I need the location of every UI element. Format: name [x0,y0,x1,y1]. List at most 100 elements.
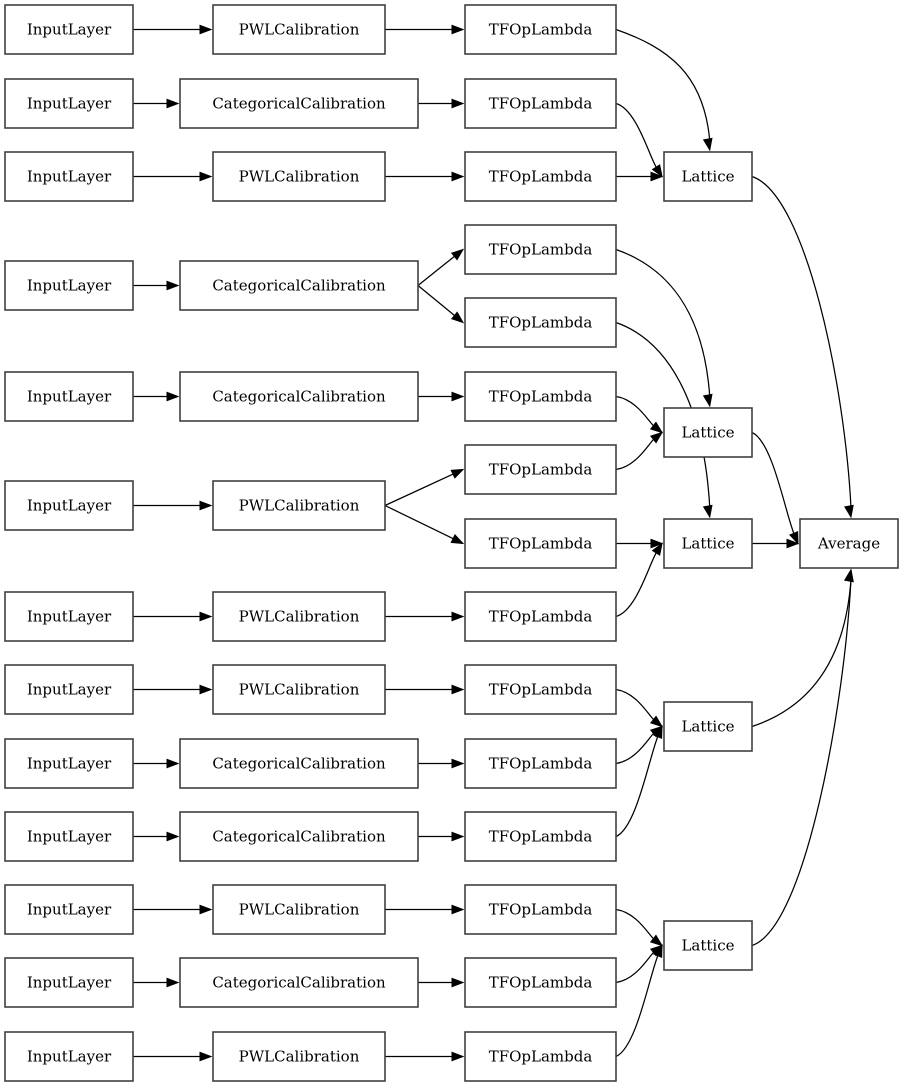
graph-node[interactable]: TFOpLambda [464,4,617,55]
graph-node[interactable]: TFOpLambda [464,884,617,935]
node-box[interactable] [464,591,617,642]
node-label: InputLayer [27,95,112,113]
graph-node[interactable]: InputLayer [4,371,134,422]
node-box[interactable] [4,371,134,422]
node-box[interactable] [212,4,386,55]
node-box[interactable] [179,78,419,129]
node-box[interactable] [464,297,617,348]
node-box[interactable] [464,957,617,1008]
graph-node[interactable]: TFOpLambda [464,78,617,129]
graph-node[interactable]: TFOpLambda [464,444,617,495]
node-box[interactable] [212,1031,386,1082]
node-box[interactable] [4,260,134,311]
graph-node[interactable]: CategoricalCalibration [179,738,419,789]
node-box[interactable] [464,151,617,202]
graph-node[interactable]: PWLCalibration [212,664,386,715]
node-box[interactable] [464,1031,617,1082]
graph-node[interactable]: CategoricalCalibration [179,260,419,311]
node-box[interactable] [464,444,617,495]
graph-node[interactable]: TFOpLambda [464,1031,617,1082]
node-box[interactable] [179,371,419,422]
graph-node[interactable]: Lattice [663,920,753,971]
graph-node[interactable]: Lattice [663,518,753,569]
graph-node[interactable]: InputLayer [4,480,134,531]
graph-node[interactable]: Lattice [663,701,753,752]
node-box[interactable] [4,738,134,789]
graph-node[interactable]: InputLayer [4,811,134,862]
node-box[interactable] [179,738,419,789]
graph-node[interactable]: PWLCalibration [212,151,386,202]
graph-node[interactable]: PWLCalibration [212,4,386,55]
graph-node[interactable]: InputLayer [4,260,134,311]
graph-node[interactable]: TFOpLambda [464,518,617,569]
node-box[interactable] [4,811,134,862]
node-box[interactable] [663,407,753,458]
node-box[interactable] [464,664,617,715]
arrowhead-icon [451,684,465,695]
graph-node[interactable]: TFOpLambda [464,297,617,348]
node-box[interactable] [464,4,617,55]
node-box[interactable] [4,664,134,715]
node-box[interactable] [663,151,753,202]
node-box[interactable] [212,151,386,202]
node-box[interactable] [4,884,134,935]
graph-node[interactable]: InputLayer [4,957,134,1008]
node-box[interactable] [4,78,134,129]
graph-node[interactable]: Lattice [663,151,753,202]
graph-node[interactable]: InputLayer [4,738,134,789]
node-box[interactable] [464,738,617,789]
node-box[interactable] [4,591,134,642]
graph-node[interactable]: PWLCalibration [212,591,386,642]
node-box[interactable] [179,957,419,1008]
node-box[interactable] [212,884,386,935]
node-box[interactable] [464,811,617,862]
arrowhead-icon [649,934,664,947]
graph-node[interactable]: TFOpLambda [464,151,617,202]
graph-node[interactable]: InputLayer [4,591,134,642]
graph-node[interactable]: TFOpLambda [464,224,617,275]
node-box[interactable] [464,78,617,129]
node-box[interactable] [4,151,134,202]
graph-node[interactable]: Lattice [663,407,753,458]
graph-node[interactable]: PWLCalibration [212,884,386,935]
edge-line [615,688,655,721]
node-box[interactable] [799,518,899,569]
graph-node[interactable]: PWLCalibration [212,480,386,531]
graph-node[interactable]: TFOpLambda [464,591,617,642]
graph-node[interactable]: InputLayer [4,884,134,935]
node-box[interactable] [663,518,753,569]
node-box[interactable] [464,884,617,935]
edge-cal10-to-op12 [418,831,465,842]
graph-node[interactable]: TFOpLambda [464,664,617,715]
node-box[interactable] [4,4,134,55]
node-box[interactable] [212,664,386,715]
edge-cal4-to-op4 [417,248,465,286]
graph-node[interactable]: InputLayer [4,151,134,202]
graph-node[interactable]: TFOpLambda [464,738,617,789]
node-box[interactable] [179,811,419,862]
graph-node[interactable]: CategoricalCalibration [179,78,419,129]
graph-node[interactable]: InputLayer [4,1031,134,1082]
graph-node[interactable]: CategoricalCalibration [179,957,419,1008]
node-box[interactable] [663,920,753,971]
node-box[interactable] [663,701,753,752]
graph-node[interactable]: CategoricalCalibration [179,371,419,422]
graph-node[interactable]: TFOpLambda [464,957,617,1008]
graph-node[interactable]: TFOpLambda [464,811,617,862]
node-box[interactable] [4,957,134,1008]
node-box[interactable] [4,480,134,531]
node-box[interactable] [4,1031,134,1082]
node-box[interactable] [464,224,617,275]
graph-node[interactable]: Average [799,518,899,569]
node-box[interactable] [464,518,617,569]
graph-node[interactable]: InputLayer [4,664,134,715]
graph-node[interactable]: InputLayer [4,4,134,55]
node-box[interactable] [212,480,386,531]
node-box[interactable] [212,591,386,642]
node-box[interactable] [179,260,419,311]
node-box[interactable] [464,371,617,422]
graph-node[interactable]: CategoricalCalibration [179,811,419,862]
graph-node[interactable]: TFOpLambda [464,371,617,422]
graph-node[interactable]: PWLCalibration [212,1031,386,1082]
graph-node[interactable]: InputLayer [4,78,134,129]
